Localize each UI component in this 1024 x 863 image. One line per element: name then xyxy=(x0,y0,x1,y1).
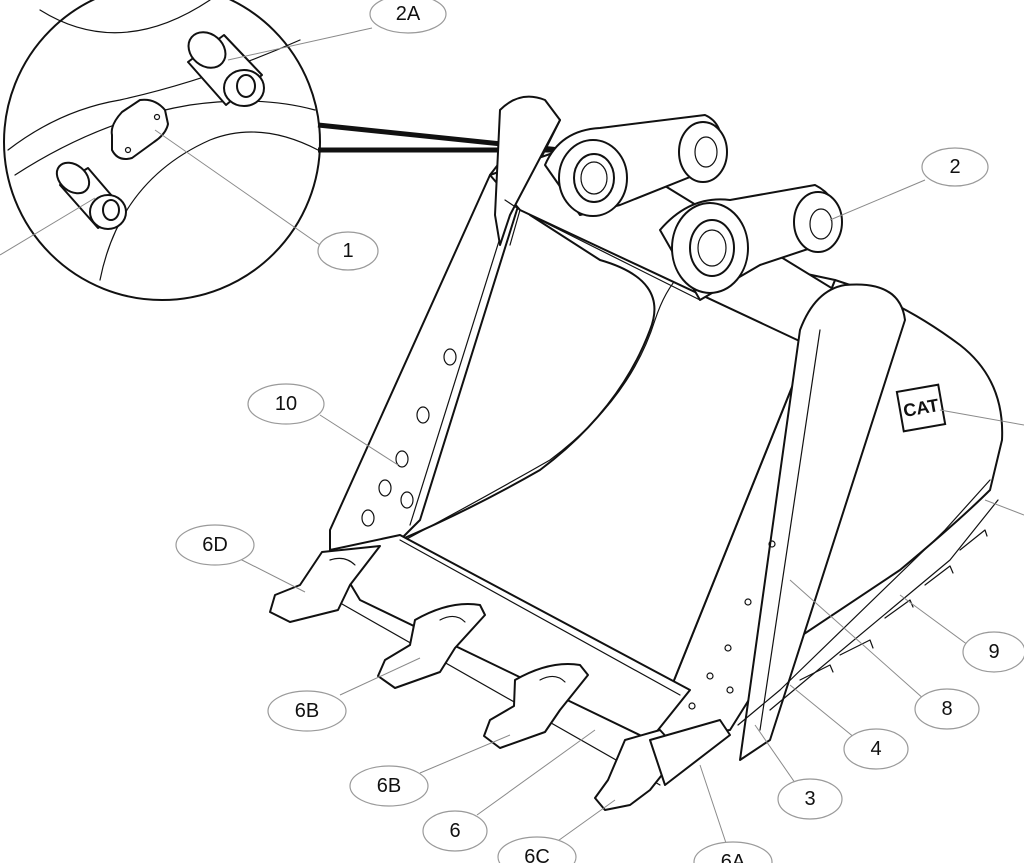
svg-text:4: 4 xyxy=(870,738,881,760)
callout-6: 6 xyxy=(422,810,488,852)
tooth-6d xyxy=(269,545,381,623)
tooth-6b-lower xyxy=(483,663,589,749)
lock-plate xyxy=(110,98,169,160)
callout-6C: 6C xyxy=(497,836,577,863)
bolt-holes-right xyxy=(688,540,776,710)
callout-bubbles: 2A 1 2 10 6D 6B 6B 6 xyxy=(175,0,1024,863)
callout-6B-upper: 6B xyxy=(267,690,347,732)
svg-text:6A: 6A xyxy=(721,851,746,863)
callout-2A: 2A xyxy=(369,0,447,34)
svg-text:6B: 6B xyxy=(377,775,401,797)
tooth-6b-upper xyxy=(377,603,486,689)
callout-6A: 6A xyxy=(693,841,773,863)
callout-4: 4 xyxy=(843,728,909,770)
callout-8: 8 xyxy=(914,688,980,730)
linkage xyxy=(544,114,843,301)
callout-2: 2 xyxy=(921,147,989,187)
callout-3: 3 xyxy=(777,778,843,820)
svg-text:6C: 6C xyxy=(524,846,550,863)
svg-text:6B: 6B xyxy=(295,700,319,722)
svg-text:6D: 6D xyxy=(202,534,228,556)
svg-text:8: 8 xyxy=(941,698,952,720)
teeth xyxy=(269,545,731,811)
bolt-holes-left xyxy=(361,348,457,527)
callout-10: 10 xyxy=(247,383,325,425)
bushing-upper xyxy=(187,31,265,107)
callout-6D: 6D xyxy=(175,524,255,566)
bushing-lower xyxy=(55,161,127,230)
svg-text:9: 9 xyxy=(988,641,999,663)
svg-text:2: 2 xyxy=(949,156,960,178)
callout-9: 9 xyxy=(962,631,1024,673)
svg-text:6: 6 xyxy=(449,820,460,842)
detail-magnifier xyxy=(3,0,321,301)
callouts xyxy=(0,27,1024,856)
callout-6B-lower: 6B xyxy=(349,765,429,807)
svg-text:3: 3 xyxy=(804,788,815,810)
cat-logo: CAT xyxy=(895,383,947,433)
svg-text:10: 10 xyxy=(275,393,297,415)
svg-text:2A: 2A xyxy=(396,3,421,25)
svg-text:1: 1 xyxy=(342,240,353,262)
callout-1: 1 xyxy=(317,231,379,271)
